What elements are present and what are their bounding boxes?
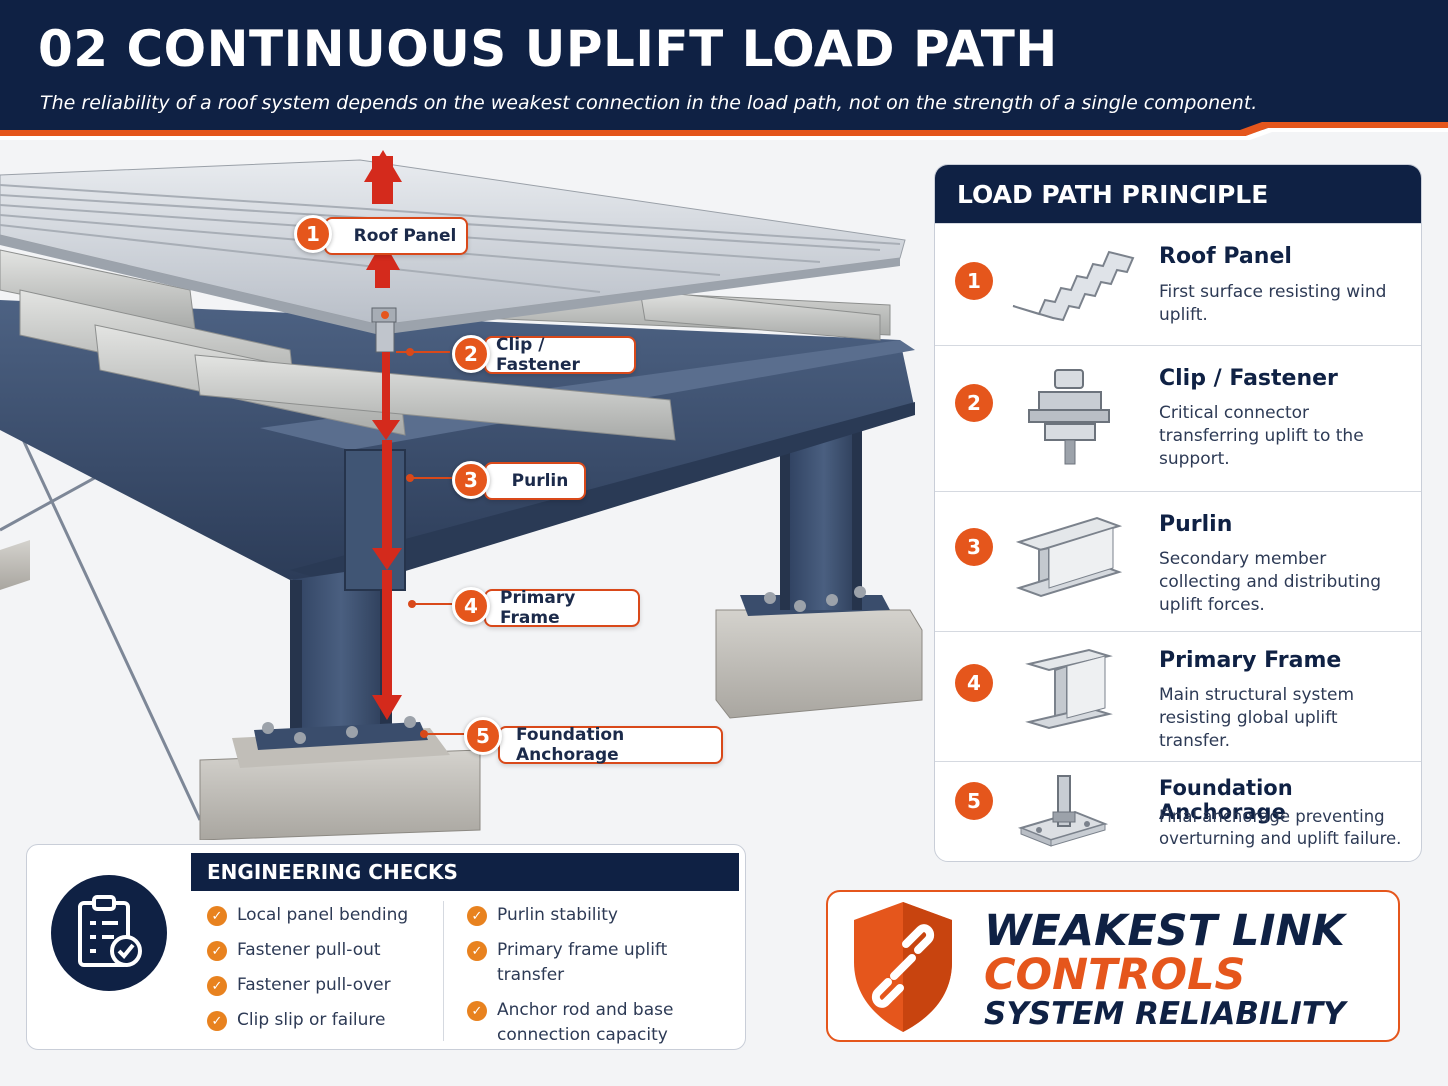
check-icon: ✓ [467, 906, 487, 926]
check-item-label: Local panel bending [237, 905, 409, 925]
check-icon: ✓ [207, 941, 227, 961]
check-item: ✓ Primary frame uplift transfer [467, 938, 737, 988]
check-item-label: Clip slip or failure [237, 1010, 386, 1030]
callout-number: 4 [452, 587, 490, 625]
engineering-checks-panel: ENGINEERING CHECKS ✓ Local panel bending… [26, 844, 746, 1050]
principle-item: 3 Purlin Secondary member collecting and… [935, 491, 1421, 631]
purlin-icon [1015, 516, 1123, 598]
anchor-bolts [262, 586, 866, 744]
checks-title: ENGINEERING CHECKS [191, 853, 739, 891]
weakest-link-banner: WEAKEST LINK CONTROLS SYSTEM RELIABILITY [826, 890, 1400, 1042]
checks-column-left: ✓ Local panel bending ✓ Fastener pull-ou… [207, 903, 408, 1033]
callout-label: Roof Panel [353, 226, 457, 246]
principle-item-title: Purlin [1159, 512, 1233, 537]
check-item-label: Primary frame uplift transfer [497, 940, 668, 985]
callout-label: Foundation Anchorage [516, 725, 625, 765]
callout-foundation-anchorage: Foundation Anchorage [498, 725, 723, 765]
principle-item-desc: Main structural system resisting global … [1159, 685, 1355, 751]
load-path-arrows [372, 352, 402, 720]
footing-right [715, 609, 923, 719]
callout-roof-panel: Roof Panel [324, 217, 468, 255]
callout-label: Primary Frame [500, 588, 576, 628]
structure-illustration: Roof Panel 1 Clip / Fastener 2 Purlin 3 … [0, 140, 930, 840]
roof-structure-drawing [0, 150, 923, 840]
check-item: ✓ Fastener pull-over [207, 973, 408, 998]
principle-title: LOAD PATH PRINCIPLE [935, 165, 1421, 223]
uplift-arrows [364, 150, 402, 288]
check-item-label: Purlin stability [497, 905, 618, 925]
check-icon: ✓ [467, 1001, 487, 1021]
callout-number: 1 [294, 215, 332, 253]
principle-number: 1 [955, 262, 993, 300]
weakest-line-3: SYSTEM RELIABILITY [984, 996, 1346, 1032]
check-icon: ✓ [207, 1011, 227, 1031]
callout-label: Purlin [511, 471, 569, 491]
roof-panel-icon [1012, 250, 1135, 322]
primary-beam-bottom-flange [290, 402, 915, 588]
callout-number: 2 [452, 335, 490, 373]
principle-item-desc: Secondary member collecting and distribu… [1159, 549, 1382, 615]
anchor-bolt-icon [1017, 775, 1109, 847]
check-item: ✓ Local panel bending [207, 903, 408, 928]
principle-number: 3 [955, 528, 993, 566]
checklist-icon [51, 875, 167, 991]
check-icon: ✓ [207, 976, 227, 996]
principle-item-title: Foundation Anchorage [1159, 776, 1293, 824]
bracing-rod [0, 389, 202, 821]
check-item-label: Fastener pull-over [237, 975, 391, 995]
check-icon: ✓ [467, 941, 487, 961]
weakest-line-1: WEAKEST LINK [984, 906, 1345, 956]
weakest-line-2: CONTROLS [984, 950, 1246, 1000]
header-accent-stripe [0, 122, 1448, 140]
check-item: ✓ Anchor rod and base connection capacit… [467, 998, 707, 1048]
primary-frame-icon [1025, 648, 1113, 730]
principle-item-title: Clip / Fastener [1159, 366, 1338, 391]
page-title: 02 CONTINUOUS UPLIFT LOAD PATH [38, 20, 1058, 78]
principle-item: 2 Clip / Fastener Critical connector tra… [935, 345, 1421, 491]
clip-fastener-icon [1028, 369, 1110, 465]
footing-left [0, 540, 30, 590]
principle-number: 5 [955, 782, 993, 820]
column-left [290, 565, 392, 745]
principle-item: 5 Foundation Anchorage Final anchorage p… [935, 761, 1421, 861]
callout-label: Clip / Fastener [496, 335, 580, 375]
load-path-principle-panel: LOAD PATH PRINCIPLE 1 Roof Panel First s… [934, 164, 1422, 862]
check-item-label: Anchor rod and base connection capacity [497, 1000, 674, 1045]
principle-item: 4 Primary Frame Main structural system r… [935, 631, 1421, 761]
check-item: ✓ Purlin stability [467, 903, 737, 928]
callout-primary-frame: Primary Frame [484, 588, 640, 628]
header-banner: 02 CONTINUOUS UPLIFT LOAD PATH The relia… [0, 0, 1448, 130]
callout-number: 5 [464, 717, 502, 755]
page-subtitle: The reliability of a roof system depends… [40, 92, 1258, 114]
checks-column-right: ✓ Purlin stability ✓ Primary frame uplif… [467, 903, 737, 1048]
principle-item-desc: First surface resisting wind uplift. [1159, 282, 1387, 325]
checks-divider [443, 901, 444, 1041]
principle-item-desc: Final anchorage preventing overturning a… [1159, 807, 1402, 848]
principle-number: 4 [955, 664, 993, 702]
callout-purlin: Purlin [484, 462, 586, 500]
principle-item: 1 Roof Panel First surface resisting win… [935, 223, 1421, 345]
check-item-label: Fastener pull-out [237, 940, 381, 960]
shield-chain-icon [854, 902, 952, 1032]
check-item: ✓ Fastener pull-out [207, 938, 408, 963]
principle-number: 2 [955, 384, 993, 422]
principle-item-desc: Critical connector transferring uplift t… [1159, 403, 1364, 469]
callout-number: 3 [452, 461, 490, 499]
check-icon: ✓ [207, 906, 227, 926]
check-item: ✓ Clip slip or failure [207, 1008, 408, 1033]
principle-item-title: Roof Panel [1159, 244, 1292, 269]
callout-leaders [396, 351, 464, 735]
callout-clip-fastener: Clip / Fastener [484, 335, 636, 375]
principle-item-title: Primary Frame [1159, 648, 1342, 673]
